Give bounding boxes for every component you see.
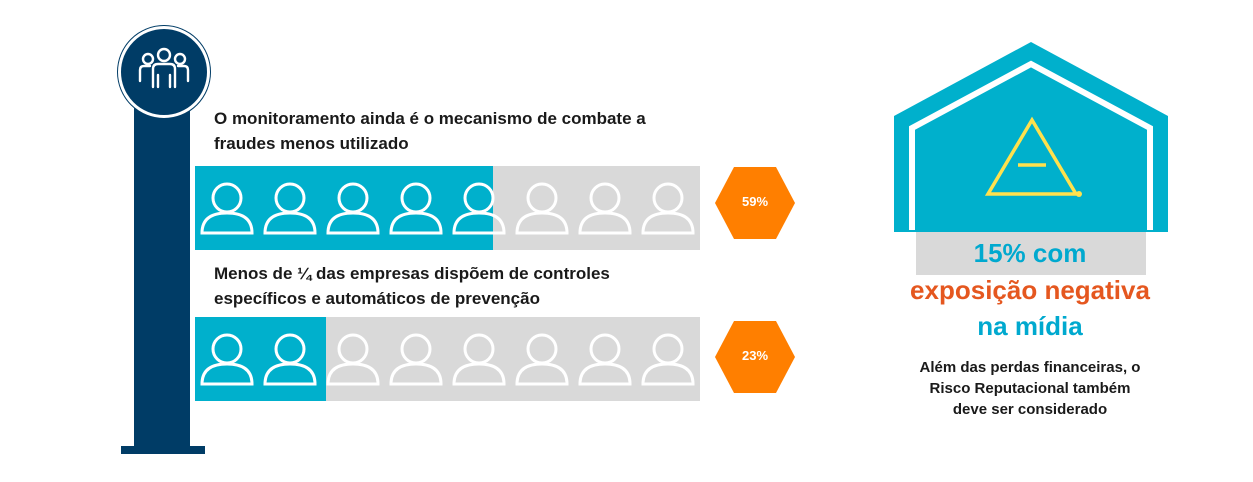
person-outline-icon — [200, 182, 254, 235]
person-outline-icon — [389, 182, 443, 235]
warning-triangle-icon — [984, 116, 1082, 197]
stat1-percent-hexagon: 59% — [714, 166, 796, 240]
people-group-badge — [118, 26, 210, 118]
stat1-percent-label: 59% — [741, 194, 769, 209]
stat1-people-icons — [200, 182, 695, 235]
stat1-people-bar — [195, 166, 700, 250]
person-outline-icon — [326, 182, 380, 235]
media-exposure-line1: 15% com — [973, 238, 1087, 268]
stat2-title: Menos de ¼ das empresas dispõem de contr… — [214, 261, 610, 311]
stat1-title-line1: O monitoramento ainda é o mecanismo de c… — [214, 109, 646, 128]
person-outline-icon — [452, 333, 506, 386]
stat2-title-line1: Menos de ¼ das empresas dispõem de contr… — [214, 264, 610, 283]
media-exposure-line3: na mídia — [977, 311, 1083, 341]
hexagon-shape — [715, 167, 795, 239]
person-outline-icon — [515, 333, 569, 386]
description-line2: Risco Reputacional também — [929, 380, 1131, 397]
stat2-title-line2: específicos e automáticos de prevenção — [214, 289, 540, 308]
stat1-title-line2: fraudes menos utilizado — [214, 134, 409, 153]
media-exposure-line2: exposição negativa — [910, 275, 1150, 305]
people-group-icon — [138, 47, 190, 89]
stat2-percent-hexagon: 23% — [714, 320, 796, 394]
person-outline-icon — [452, 182, 506, 235]
description-line3: deve ser considerado — [952, 401, 1108, 418]
person-outline-icon — [326, 333, 380, 386]
person-outline-icon — [641, 182, 695, 235]
person-outline-icon — [200, 333, 254, 386]
stat1-title: O monitoramento ainda é o mecanismo de c… — [214, 106, 646, 156]
reputational-risk-graphic — [892, 40, 1170, 275]
person-outline-icon — [515, 182, 569, 235]
stat2-people-bar — [195, 317, 700, 401]
person-outline-icon — [578, 333, 632, 386]
pillar-base — [121, 446, 205, 454]
person-outline-icon — [263, 182, 317, 235]
vertical-pillar — [134, 96, 190, 449]
hexagon-shape — [715, 321, 795, 393]
stat2-percent-label: 23% — [741, 348, 769, 363]
description-line1: Além das perdas financeiras, o — [919, 359, 1141, 376]
person-outline-icon — [641, 333, 695, 386]
stat2-people-icons — [200, 333, 695, 386]
house-shape — [894, 42, 1168, 275]
person-outline-icon — [578, 182, 632, 235]
person-outline-icon — [389, 333, 443, 386]
reputational-risk-description: Além das perdas financeiras, o Risco Rep… — [880, 357, 1180, 420]
person-outline-icon — [263, 333, 317, 386]
